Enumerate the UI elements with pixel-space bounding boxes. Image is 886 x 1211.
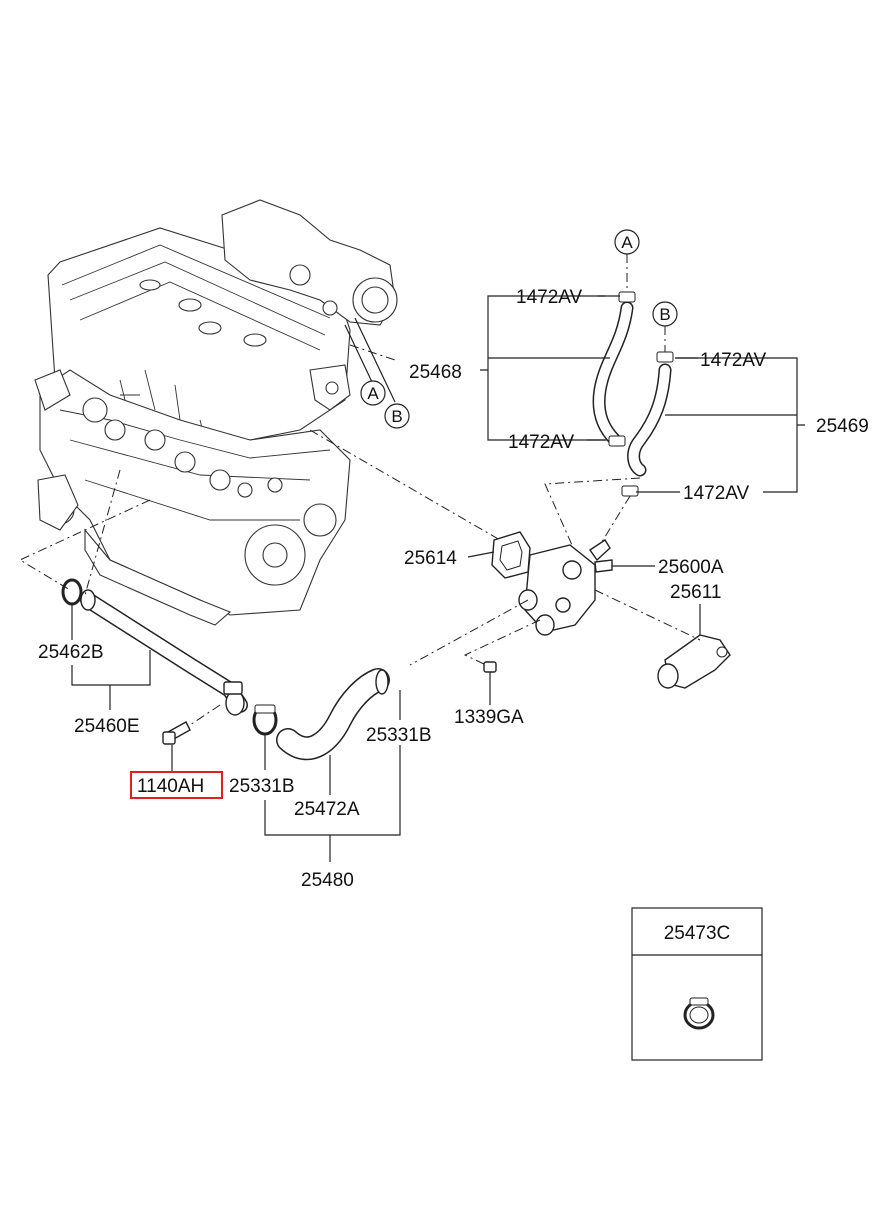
- bolt-1339ga: [483, 661, 497, 673]
- label-25469: 25469: [816, 416, 869, 437]
- callout-b-engine: B: [384, 403, 410, 429]
- pipe-25460e: [80, 592, 248, 716]
- gasket-25614: [491, 531, 531, 579]
- leader-housing-to-hose: [409, 599, 529, 666]
- label-25468: 25468: [409, 362, 462, 383]
- thermostat-housing-25600a: [518, 539, 613, 636]
- label-25462b: 25462B: [38, 642, 104, 663]
- label-1472av-2: 1472AV: [700, 350, 767, 371]
- label-25472a: 25472A: [294, 799, 360, 820]
- label-1472av-1: 1472AV: [516, 287, 583, 308]
- callout-a-top-text: A: [621, 233, 633, 252]
- label-25331b-left: 25331B: [229, 776, 295, 797]
- leader-housing-to-thermostat: [594, 589, 701, 641]
- pipe-25460e-end: [80, 589, 96, 611]
- leader-engine-to-gasket: [309, 429, 501, 541]
- leader-25614: [467, 551, 495, 558]
- clamp-25331b-left: [252, 704, 278, 736]
- leader-hose-to-housing: [544, 477, 641, 546]
- clamp-25473c: [683, 997, 715, 1030]
- leader-engine-b: [354, 317, 396, 403]
- bracket-25468: [480, 295, 610, 441]
- highlight-box-1140ah: [130, 771, 223, 799]
- thermostat-25611: [657, 634, 731, 689]
- label-1140ah: 1140AH: [137, 776, 204, 797]
- label-1472av-3: 1472AV: [508, 432, 575, 453]
- leader-housing-to-bolt: [463, 619, 541, 666]
- bracket-25469: [665, 357, 805, 493]
- callout-a-top: A: [614, 229, 640, 255]
- inset-title: 25473C: [664, 923, 731, 944]
- bolt-1140ah: [162, 721, 191, 745]
- hose-25469: [621, 351, 674, 497]
- label-1472av-4: 1472AV: [683, 483, 750, 504]
- callout-a-engine: A: [360, 380, 386, 406]
- hose-25472a: [276, 668, 390, 761]
- hose-25468: [592, 291, 636, 447]
- label-1339ga: 1339GA: [454, 707, 524, 728]
- engine-assembly: [34, 199, 398, 626]
- callout-a-engine-text: A: [367, 384, 379, 403]
- bracket-25460e: [71, 650, 151, 710]
- bracket-25480: [264, 745, 401, 862]
- label-25331b-right: 25331B: [366, 725, 432, 746]
- leader-engine-a-dash: [349, 344, 396, 361]
- label-25600a: 25600A: [658, 557, 724, 578]
- label-25614: 25614: [404, 548, 457, 569]
- callout-b-top: B: [652, 301, 678, 327]
- oring-25462b: [61, 578, 83, 606]
- label-25480: 25480: [301, 870, 354, 891]
- callout-b-engine-text: B: [391, 407, 402, 426]
- label-25460e: 25460E: [74, 716, 140, 737]
- leader-engine-to-pipe-2: [84, 469, 121, 596]
- callout-b-top-text: B: [659, 305, 670, 324]
- inset-box-25473c: 25473C: [631, 907, 763, 1061]
- label-25611: 25611: [670, 582, 721, 603]
- leader-engine-a: [344, 324, 373, 383]
